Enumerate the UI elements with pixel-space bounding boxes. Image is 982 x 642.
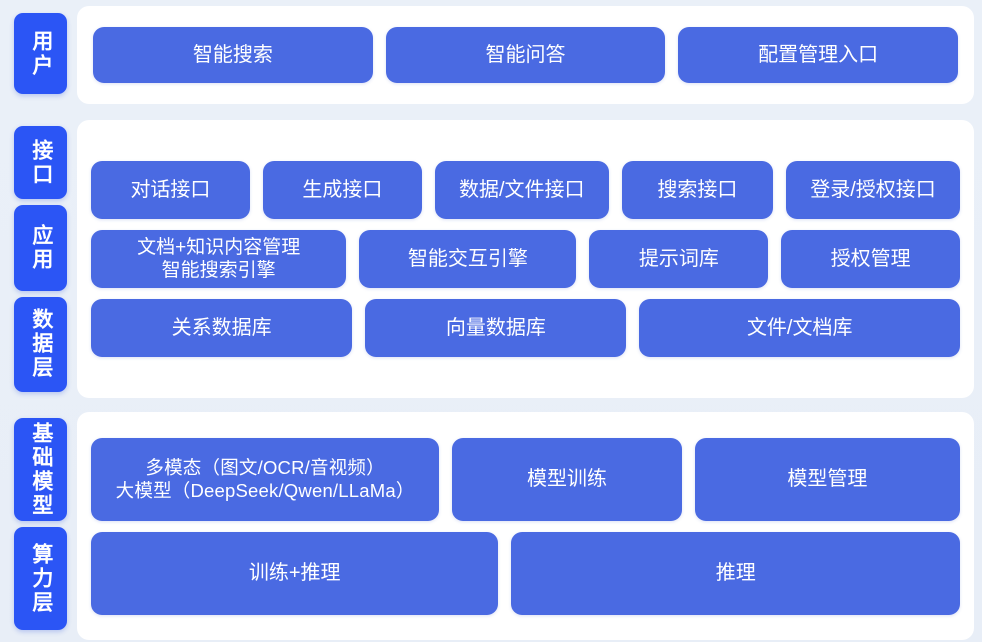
- layer-tab-data-label: 数据层: [29, 308, 53, 381]
- box-model-training[interactable]: 模型训练: [452, 437, 682, 521]
- box-prompt-library[interactable]: 提示词库: [589, 230, 769, 288]
- box-model-management[interactable]: 模型管理: [694, 437, 960, 521]
- band-user: 用户 智能搜索 智能问答 配置管理入口: [0, 6, 982, 104]
- layer-tab-application-label: 应用: [29, 224, 53, 273]
- box-dialog-interface[interactable]: 对话接口: [91, 161, 250, 219]
- box-config-management-entry[interactable]: 配置管理入口: [678, 27, 959, 83]
- tab-column-middle: 接口 应用 数据层: [14, 126, 67, 392]
- tab-column-user: 用户: [14, 13, 67, 94]
- box-authorization-management[interactable]: 授权管理: [781, 230, 961, 288]
- panel-middle: 对话接口 生成接口 数据/文件接口 搜索接口 登录/授权接口 文档+知识内容管理…: [77, 120, 974, 398]
- row-data-stores: 关系数据库 向量数据库 文件/文档库: [91, 299, 961, 357]
- panel-user: 智能搜索 智能问答 配置管理入口: [77, 6, 974, 104]
- box-generation-interface[interactable]: 生成接口: [262, 161, 422, 219]
- box-data-file-interface[interactable]: 数据/文件接口: [434, 161, 609, 219]
- box-relational-database[interactable]: 关系数据库: [91, 299, 353, 357]
- box-file-document-store[interactable]: 文件/文档库: [639, 299, 961, 357]
- box-training-inference[interactable]: 训练+推理: [91, 531, 499, 615]
- layer-tab-base-model[interactable]: 基础模型: [14, 418, 67, 521]
- band-middle: 接口 应用 数据层 对话接口 生成接口 数据/文件接口 搜索接口 登录/授权接口…: [0, 120, 982, 398]
- layer-tab-interface-label: 接口: [29, 138, 53, 187]
- layer-tab-base-model-label: 基础模型: [29, 421, 53, 518]
- box-inference[interactable]: 推理: [511, 531, 960, 615]
- row-applications: 文档+知识内容管理 智能搜索引擎 智能交互引擎 提示词库 授权管理: [91, 230, 961, 288]
- layer-tab-user-label: 用户: [29, 29, 53, 78]
- band-infra: 基础模型 算力层 多模态（图文/OCR/音视频） 大模型（DeepSeek/Qw…: [0, 412, 982, 640]
- layer-tab-compute[interactable]: 算力层: [14, 527, 67, 630]
- box-search-interface[interactable]: 搜索接口: [621, 161, 774, 219]
- layer-tab-compute-label: 算力层: [29, 542, 53, 615]
- row-user-entries: 智能搜索 智能问答 配置管理入口: [93, 27, 959, 83]
- box-login-auth-interface[interactable]: 登录/授权接口: [786, 161, 960, 219]
- box-multimodal-large-model[interactable]: 多模态（图文/OCR/音视频） 大模型（DeepSeek/Qwen/LLaMa）: [91, 437, 440, 521]
- box-smart-interaction-engine[interactable]: 智能交互引擎: [359, 230, 577, 288]
- row-compute: 训练+推理 推理: [91, 531, 960, 615]
- layer-tab-interface[interactable]: 接口: [14, 126, 67, 200]
- box-vector-database[interactable]: 向量数据库: [365, 299, 627, 357]
- box-doc-knowledge-management[interactable]: 文档+知识内容管理 智能搜索引擎: [91, 230, 347, 288]
- box-smart-search[interactable]: 智能搜索: [93, 27, 373, 83]
- layer-tab-data[interactable]: 数据层: [14, 296, 67, 392]
- row-models: 多模态（图文/OCR/音视频） 大模型（DeepSeek/Qwen/LLaMa）…: [91, 437, 960, 521]
- box-smart-qa[interactable]: 智能问答: [385, 27, 666, 83]
- panel-infra: 多模态（图文/OCR/音视频） 大模型（DeepSeek/Qwen/LLaMa）…: [77, 412, 974, 640]
- layer-tab-user[interactable]: 用户: [14, 13, 67, 94]
- tab-column-infra: 基础模型 算力层: [14, 418, 67, 634]
- row-interfaces: 对话接口 生成接口 数据/文件接口 搜索接口 登录/授权接口: [91, 161, 960, 219]
- layer-tab-application[interactable]: 应用: [14, 205, 67, 291]
